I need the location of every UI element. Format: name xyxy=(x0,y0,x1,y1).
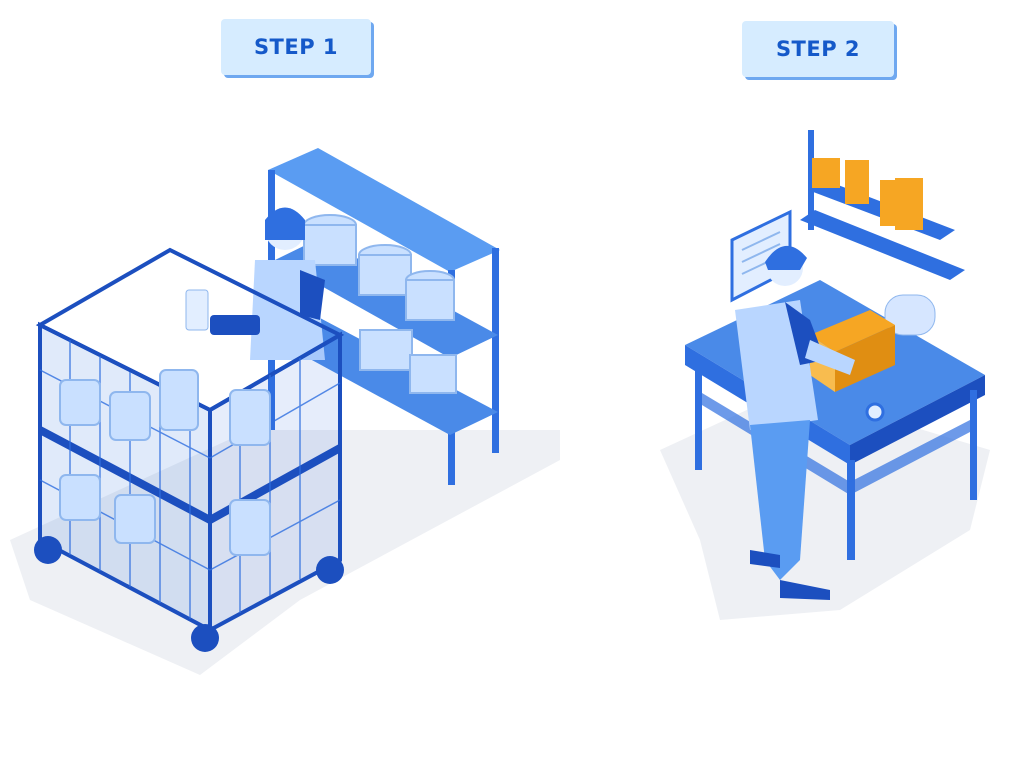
floor-shadow xyxy=(660,390,990,620)
step-2-badge: STEP 2 xyxy=(742,21,894,77)
step-1-badge: STEP 1 xyxy=(221,19,371,75)
tape-roll xyxy=(865,402,885,422)
wire-cart xyxy=(34,247,345,652)
worker-packer xyxy=(735,245,855,600)
step-2-label: STEP 2 xyxy=(775,37,861,61)
paper-roll xyxy=(884,294,936,336)
orange-folders xyxy=(812,158,923,230)
worker-picker xyxy=(185,207,325,360)
step-1-label: STEP 1 xyxy=(253,35,339,59)
back-shelf xyxy=(268,148,500,485)
picking-illustration xyxy=(10,148,560,675)
wall-shelf xyxy=(730,130,965,303)
packing-illustration xyxy=(660,130,990,620)
